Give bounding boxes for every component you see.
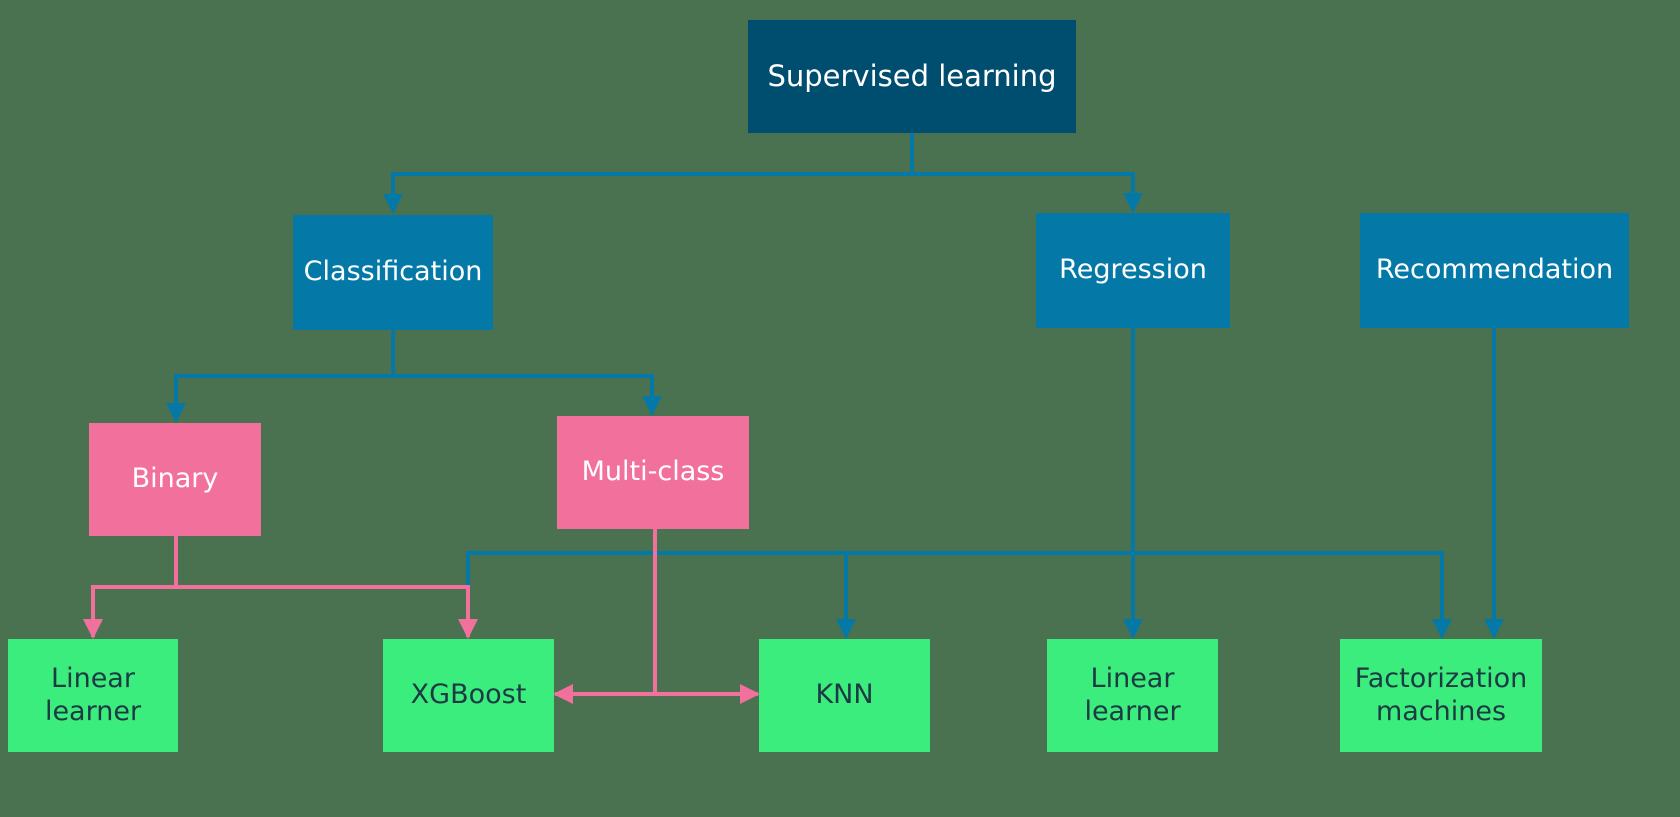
xgboost-node: XGBoost: [383, 639, 554, 752]
multiclass-node: Multi-class: [557, 416, 749, 529]
edge-regression-xgboost: [458, 551, 1133, 639]
edge-supervised-regression: [912, 172, 1143, 213]
binary-node: Binary: [89, 423, 261, 536]
regression-node: Regression: [1036, 213, 1230, 328]
factorization-machines-node: Factorization machines: [1340, 639, 1542, 752]
supervised-learning-node: Supervised learning: [748, 20, 1076, 133]
linear-learner-node-2: Linear learner: [1047, 639, 1218, 752]
recommendation-node: Recommendation: [1360, 213, 1629, 328]
edge-regression-factorization: [1133, 551, 1452, 639]
linear-learner-node-1: Linear learner: [8, 639, 178, 752]
edge-binary-linear-learner-1: [83, 536, 178, 639]
edge-binary-xgboost: [176, 585, 478, 639]
edge-classification-binary: [166, 330, 395, 423]
edge-supervised-classification: [383, 133, 914, 214]
classification-node: Classification: [293, 215, 493, 330]
edge-classification-multiclass: [393, 374, 662, 416]
knn-node: KNN: [759, 639, 930, 752]
